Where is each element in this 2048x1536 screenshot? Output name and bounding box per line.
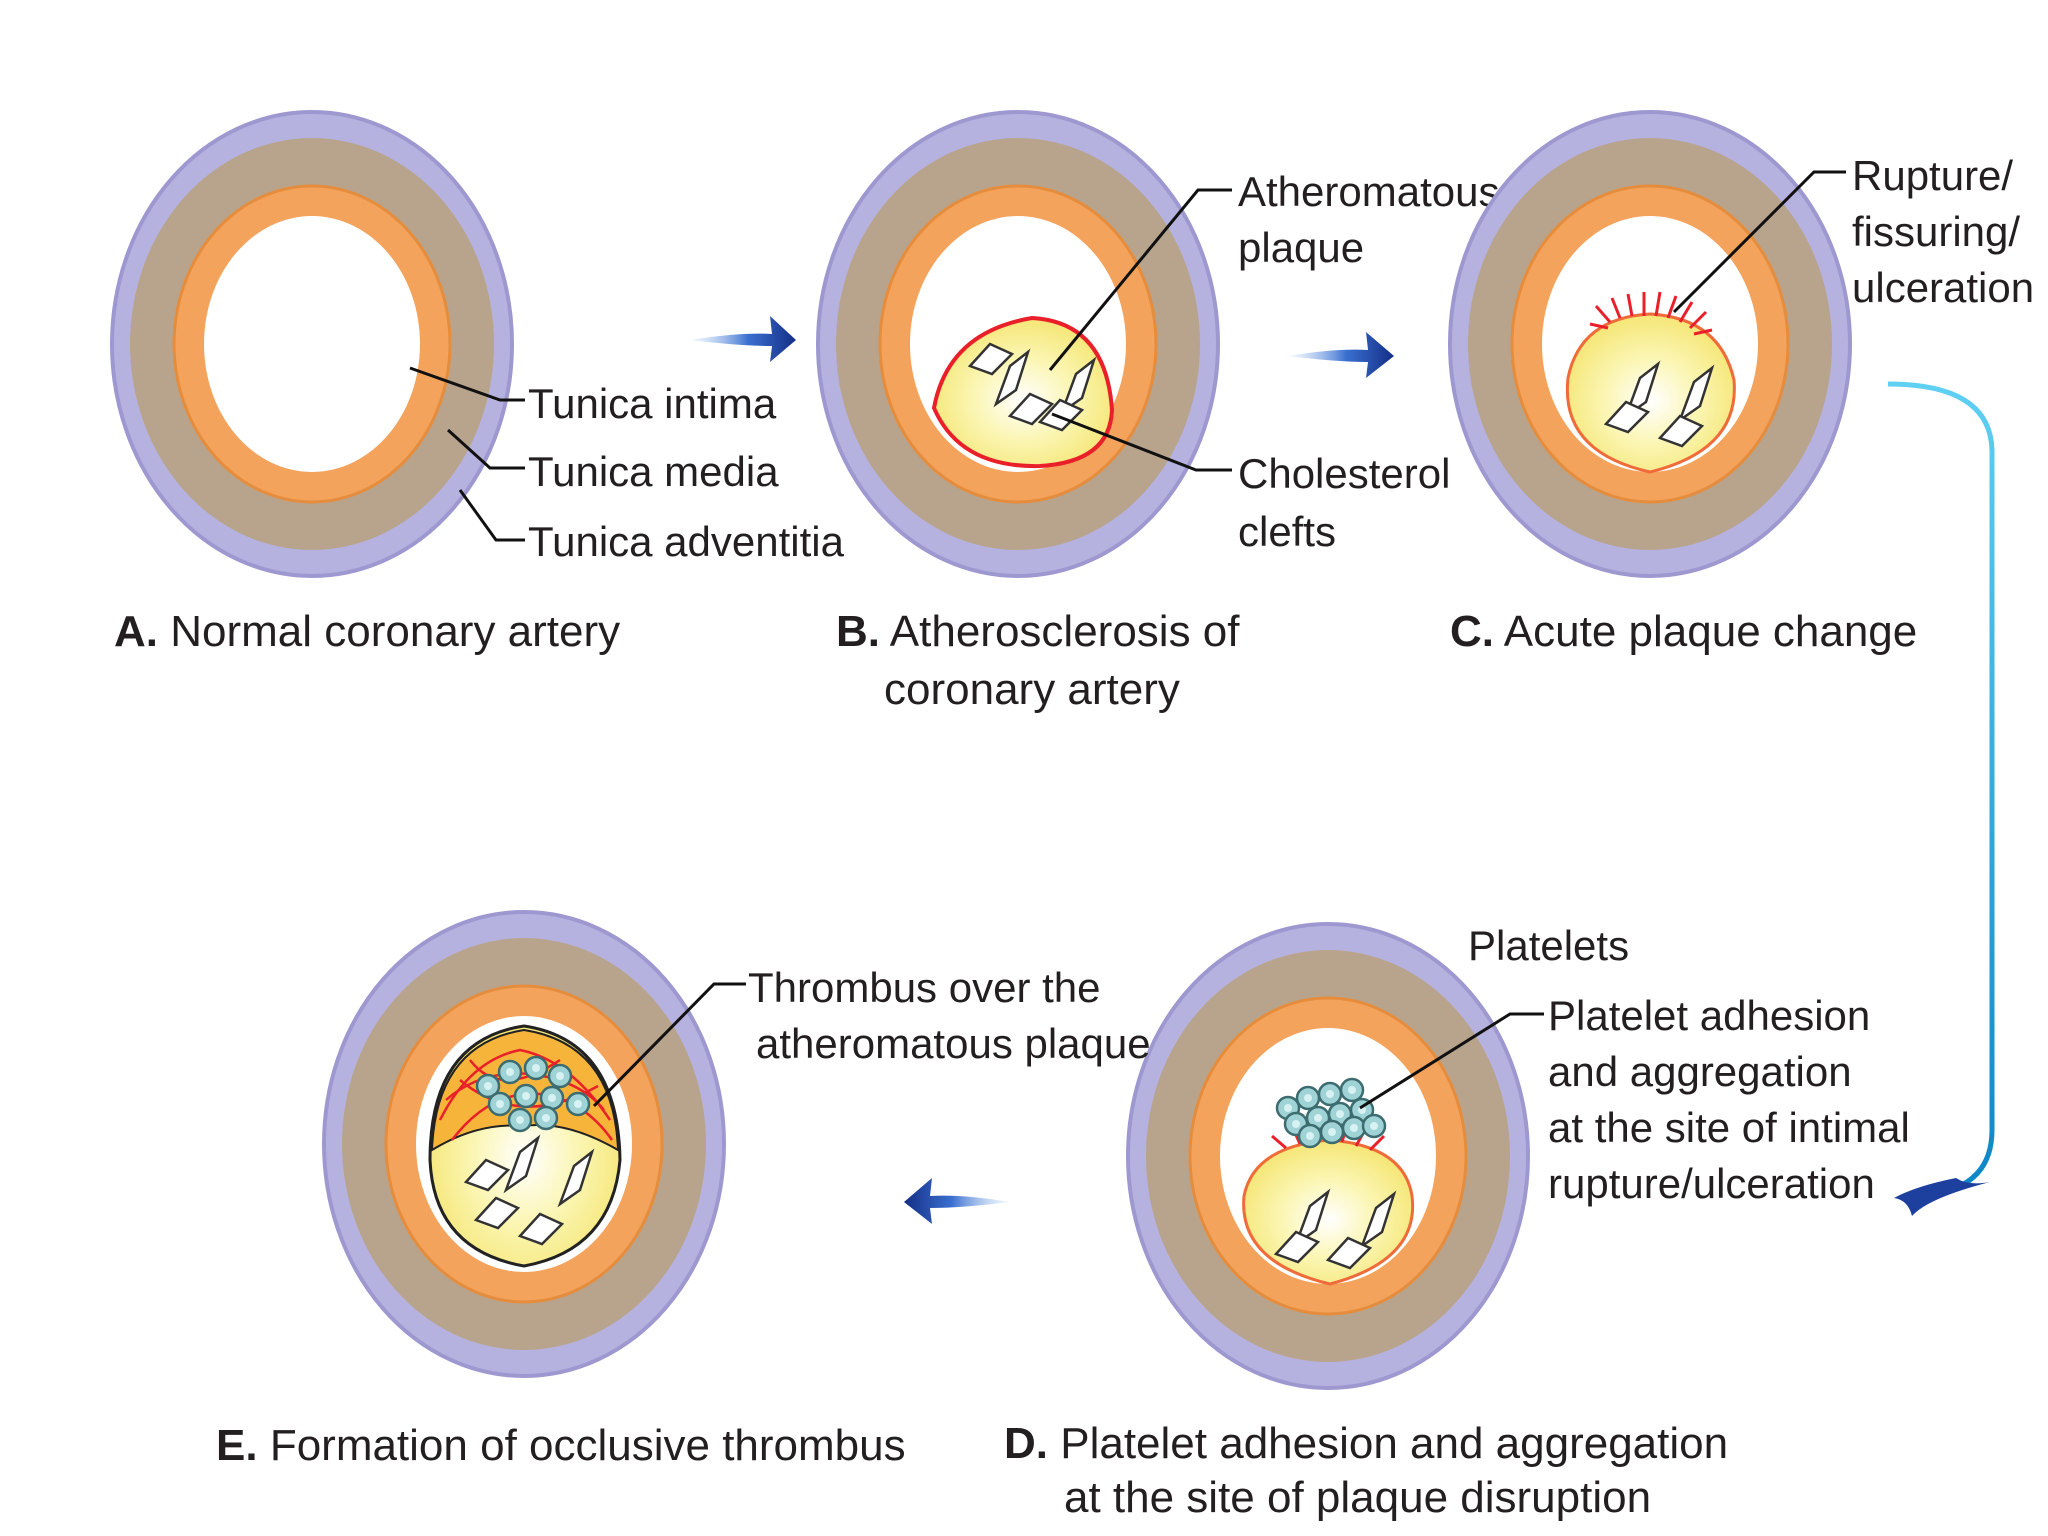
platelet-icon [539, 1085, 565, 1111]
label-platelet-adhesion-1: Platelet adhesion [1548, 992, 1870, 1039]
platelet-icon [507, 1107, 533, 1133]
platelet-icon [547, 1063, 573, 1089]
curved-connector-icon [1887, 381, 1995, 1216]
platelet-icon [1361, 1113, 1387, 1139]
label-platelets: Platelets [1468, 922, 1629, 969]
panel-a-normal-artery: Tunica intima Tunica media Tunica advent… [110, 110, 845, 656]
arrow-right-icon [690, 316, 796, 362]
platelet-icon [487, 1091, 513, 1117]
label-atheromatous-plaque-1: Atheromatous [1238, 168, 1499, 215]
platelet-icon [513, 1083, 539, 1109]
platelet-icon [497, 1059, 523, 1085]
rupture-site [1589, 291, 1713, 336]
caption-c: C. Acute plaque change [1450, 607, 1917, 656]
label-tunica-adventitia: Tunica adventitia [528, 518, 845, 565]
label-thrombus-1: Thrombus over the [748, 964, 1101, 1011]
platelet-icon [565, 1091, 591, 1117]
caption-a: A. Normal coronary artery [114, 607, 620, 656]
platelet-icon [1297, 1123, 1323, 1149]
platelet-icon [1341, 1115, 1367, 1141]
panel-c-acute-plaque-change: Rupture/ fissuring/ ulceration C. Acute … [1448, 110, 2034, 656]
caption-b-1: B. Atherosclerosis of [836, 607, 1240, 656]
caption-e: E. Formation of occlusive thrombus [216, 1421, 906, 1470]
label-tunica-media: Tunica media [528, 448, 779, 495]
platelet-icon [1319, 1119, 1345, 1145]
caption-b-2: coronary artery [884, 665, 1180, 714]
label-platelet-adhesion-2: and aggregation [1548, 1048, 1852, 1095]
caption-d-1: D. Platelet adhesion and aggregation [1004, 1419, 1728, 1468]
label-atheromatous-plaque-2: plaque [1238, 224, 1364, 271]
panel-b-atherosclerosis: Atheromatous plaque Cholesterol clefts B… [816, 110, 1499, 714]
platelet-icon [1339, 1077, 1365, 1103]
platelet-icon [533, 1105, 559, 1131]
label-cholesterol-clefts-1: Cholesterol [1238, 450, 1450, 497]
label-platelet-adhesion-4: rupture/ulceration [1548, 1160, 1875, 1207]
label-platelet-adhesion-3: at the site of intimal [1548, 1104, 1910, 1151]
label-tunica-intima: Tunica intima [528, 380, 777, 427]
panel-d-platelet-aggregation: Platelets Platelet adhesion and aggregat… [1004, 922, 1910, 1522]
platelet-icon [1295, 1085, 1321, 1111]
caption-d-2: at the site of plaque disruption [1064, 1473, 1651, 1522]
label-rupture-2: fissuring/ [1852, 208, 2020, 255]
arrow-left-icon [904, 1178, 1010, 1224]
panel-e-occlusive-thrombus: Thrombus over the atheromatous plaque E.… [216, 910, 1151, 1470]
arrow-right-icon [1288, 332, 1394, 378]
label-thrombus-2: atheromatous plaque [756, 1020, 1151, 1067]
label-rupture-1: Rupture/ [1852, 152, 2013, 199]
label-cholesterol-clefts-2: clefts [1238, 508, 1336, 555]
platelet-icon [523, 1055, 549, 1081]
label-rupture-3: ulceration [1852, 264, 2034, 311]
platelet-icon [1317, 1081, 1343, 1107]
